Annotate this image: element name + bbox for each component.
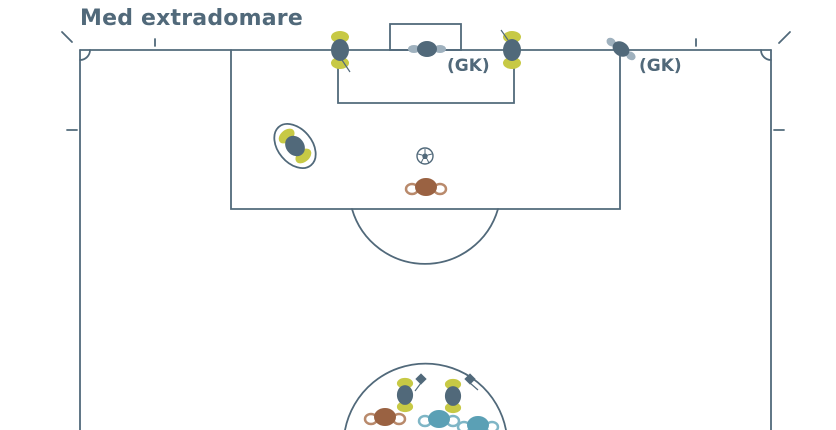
penalty-area — [230, 49, 621, 210]
centre-flag-left — [414, 373, 427, 392]
goalkeeper-center — [408, 41, 446, 57]
corner-mark-left — [61, 31, 73, 43]
corner-arc-left — [79, 49, 91, 61]
centre-player-blue-2 — [456, 414, 500, 430]
corner-arc-right — [760, 49, 772, 61]
goalkeeper-right-label: (GK) — [639, 56, 682, 76]
goalkeeper-center-label: (GK) — [447, 56, 490, 76]
goalkeeper-right — [606, 37, 636, 61]
centre-player-brown — [363, 406, 407, 428]
referee-circled — [273, 123, 317, 169]
diagram-title: Med extradomare — [80, 6, 303, 31]
penalty-taker-player — [404, 176, 448, 198]
pitch-lines — [61, 23, 791, 430]
goal-area — [337, 49, 515, 104]
soccer-ball-icon — [416, 147, 434, 165]
centre-referee-left — [396, 377, 414, 413]
assistant-referee-left — [331, 31, 351, 73]
centre-referee-right — [444, 378, 462, 414]
penalty-arc — [351, 208, 499, 265]
centre-circle — [344, 362, 507, 430]
assistant-referee-right — [500, 29, 521, 69]
corner-mark-right — [778, 31, 791, 44]
